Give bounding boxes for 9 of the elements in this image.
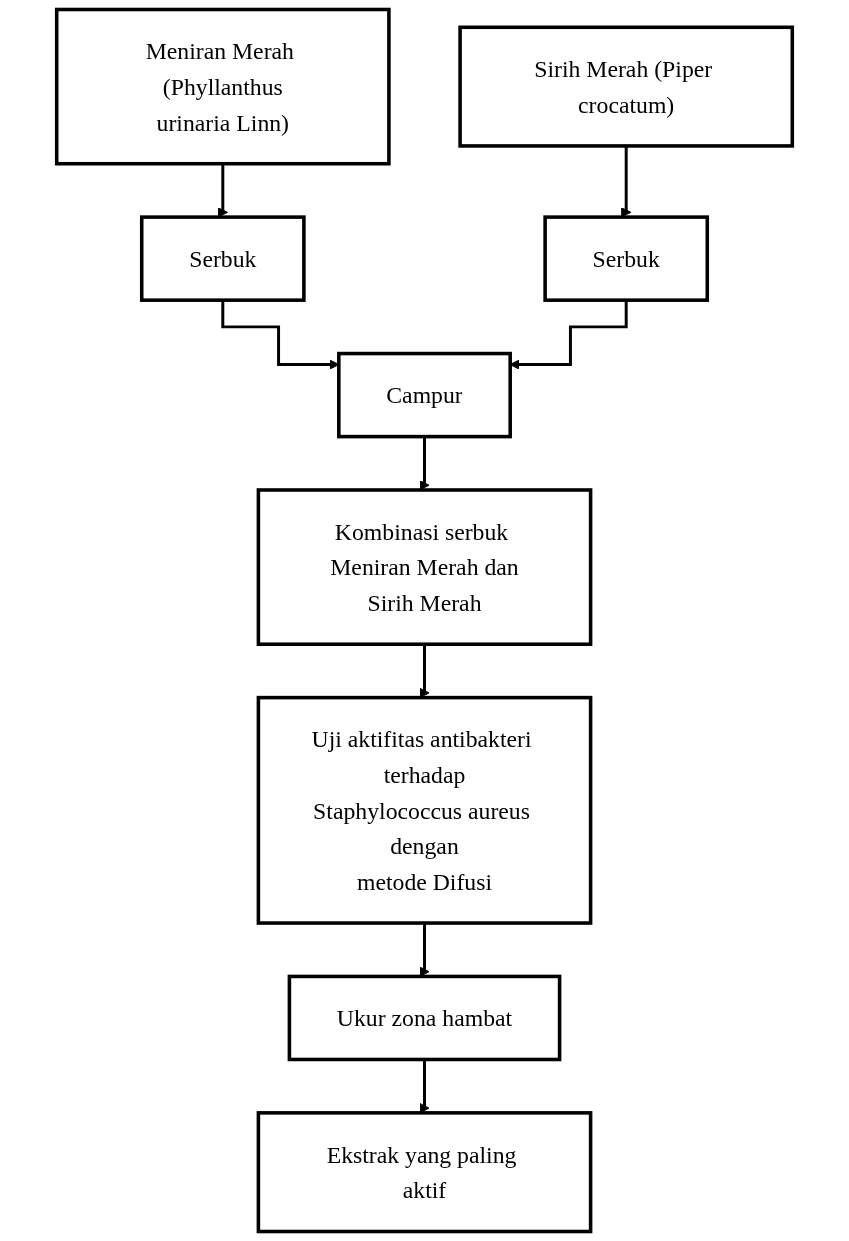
node-box: Ukur zona hambat [287, 974, 562, 1062]
node-box: Sirih Merah (Piper crocatum) [458, 25, 795, 148]
node-box: Meniran Merah (Phyllanthus urinaria Linn) [54, 7, 391, 166]
node-box: Campur [337, 351, 512, 439]
node-box: Kombinasi serbuk Meniran Merah dan Sirih Merah [256, 488, 593, 646]
node-box: Uji aktifitas antibakteri terhadap Staphylococcus aureus dengan metode Difusi [256, 695, 593, 925]
node-box: Ekstrak yang paling aktif [256, 1111, 593, 1234]
node-box: Serbuk [139, 215, 306, 302]
node-box: Serbuk [543, 215, 710, 302]
